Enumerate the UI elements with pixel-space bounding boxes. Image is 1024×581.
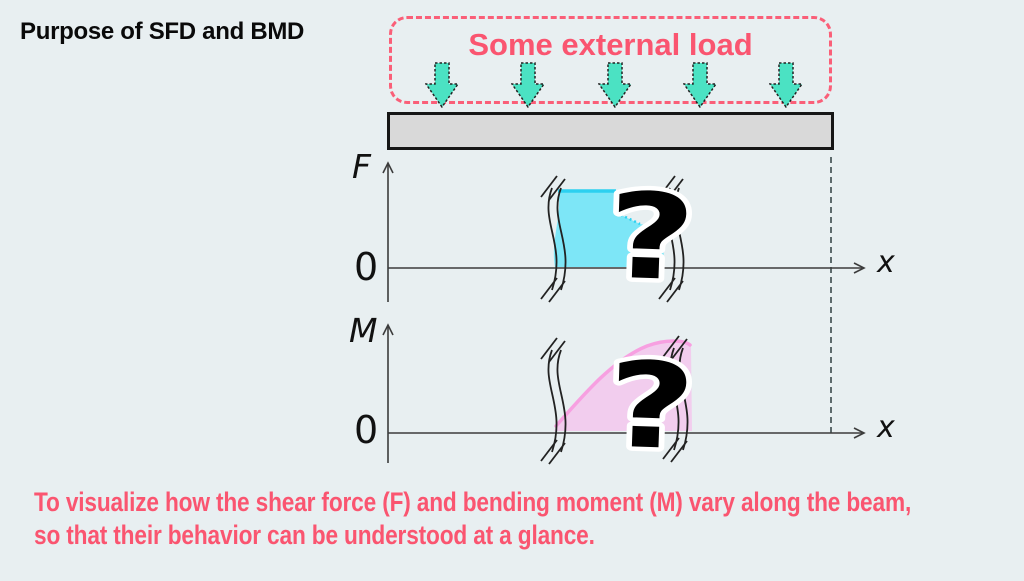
svg-text:?: ? — [605, 336, 697, 477]
svg-text:?: ? — [605, 167, 697, 308]
bmd-plot: ? — [382, 323, 866, 480]
external-load-label: Some external load — [468, 27, 753, 62]
sfd-x-axis-label: x — [877, 245, 895, 280]
load-arrow-icon — [683, 62, 717, 108]
load-arrow-icon — [511, 62, 545, 108]
beam — [387, 112, 834, 150]
break-mark-icon — [658, 175, 685, 303]
sfd-shaded-area — [553, 190, 664, 267]
break-mark-icon — [540, 337, 567, 465]
page-title: Purpose of SFD and BMD — [20, 18, 305, 45]
sfd-y-axis-label: F — [352, 147, 371, 186]
purpose-text: To visualize how the shear force (F) and… — [34, 486, 1024, 552]
sfd-axes — [382, 161, 866, 302]
question-mark-icon: ? — [600, 331, 703, 480]
bmd-axes — [382, 323, 866, 463]
sfd-curve-dotted — [614, 191, 641, 226]
purpose-text-line1: To visualize how the shear force (F) and… — [34, 487, 912, 517]
bmd-origin-label: 0 — [354, 408, 379, 452]
bmd-y-axis-label: M — [349, 311, 378, 350]
load-arrow-icon — [769, 62, 803, 108]
question-mark-icon: ? — [600, 162, 703, 313]
bmd-shaded-area — [554, 341, 692, 431]
purpose-text-line2: so that their behavior can be understood… — [34, 520, 595, 550]
load-arrow-icon — [425, 62, 459, 108]
break-mark-icon — [662, 335, 689, 463]
sfd-origin-label: 0 — [354, 245, 379, 289]
sfd-plot: ? — [382, 161, 866, 313]
bmd-curve — [554, 339, 692, 428]
load-arrow-icon — [598, 62, 632, 108]
break-mark-icon — [540, 175, 567, 303]
beam-end-reference-line — [830, 157, 832, 433]
external-load-box: Some external load — [389, 16, 832, 104]
bmd-x-axis-label: x — [877, 410, 895, 445]
